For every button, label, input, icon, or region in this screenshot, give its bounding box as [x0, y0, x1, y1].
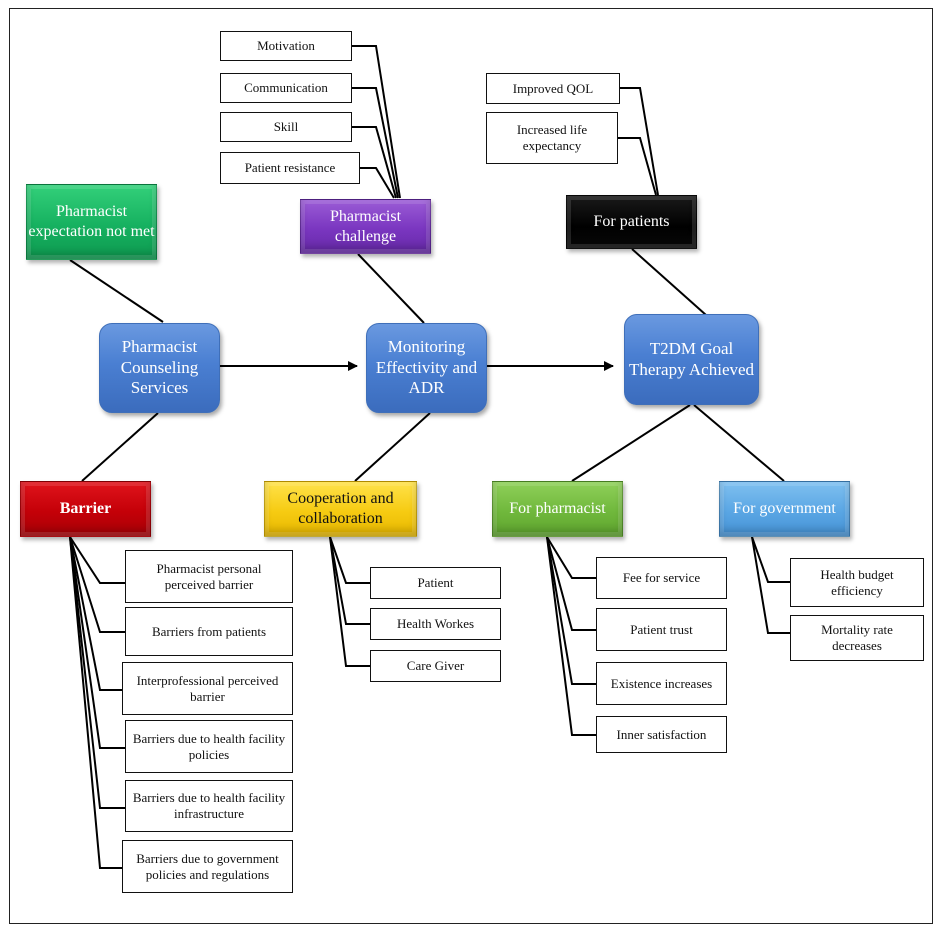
- link-coop-3: [329, 536, 370, 667]
- link-pharm-3: [546, 536, 596, 685]
- link-life-expectancy: [618, 137, 657, 196]
- link-barrier-6: [69, 536, 122, 869]
- government-benefit-item: Health budget efficiency: [790, 558, 924, 607]
- barrier-item: Barriers due to government policies and …: [122, 840, 293, 893]
- pharmacist-benefit-item: Inner satisfaction: [596, 716, 727, 753]
- category-barrier: Barrier: [20, 481, 151, 537]
- challenge-item: Patient resistance: [220, 152, 360, 184]
- link-motivation: [352, 45, 401, 199]
- link-barrier-5: [69, 536, 125, 809]
- category-for-government: For government: [719, 481, 850, 537]
- link-coop-2: [329, 536, 370, 625]
- cooperation-item: Patient: [370, 567, 501, 599]
- pharmacist-benefit-item: Existence increases: [596, 662, 727, 705]
- barrier-item: Barriers due to health facility infrastr…: [125, 780, 293, 832]
- link-for-patients: [631, 248, 707, 316]
- challenge-item: Motivation: [220, 31, 352, 61]
- hub-counseling-services: Pharmacist Counseling Services: [99, 323, 220, 413]
- link-pharm-4: [546, 536, 596, 736]
- link-barrier: [81, 412, 159, 482]
- hub-goal-achieved: T2DM Goal Therapy Achieved: [624, 314, 759, 405]
- link-gov-1: [751, 536, 790, 583]
- barrier-item: Pharmacist personal perceived barrier: [125, 550, 293, 603]
- cooperation-item: Care Giver: [370, 650, 501, 682]
- pharmacist-benefit-item: Fee for service: [596, 557, 727, 599]
- link-challenge: [357, 253, 425, 324]
- patient-benefit-item: Increased life expectancy: [486, 112, 618, 164]
- cooperation-item: Health Workes: [370, 608, 501, 640]
- barrier-item: Barriers from patients: [125, 607, 293, 656]
- link-for-pharmacist: [571, 404, 691, 482]
- government-benefit-item: Mortality rate decreases: [790, 615, 924, 661]
- link-communication: [352, 87, 399, 199]
- patient-benefit-item: Improved QOL: [486, 73, 620, 104]
- link-gov-2: [751, 536, 790, 634]
- link-expectation: [69, 259, 164, 323]
- link-coop-1: [329, 536, 370, 584]
- link-pharm-2: [546, 536, 596, 631]
- barrier-item: Interprofessional perceived barrier: [122, 662, 293, 715]
- category-expectation-not-met: Pharmacist expectation not met: [26, 184, 157, 260]
- link-skill: [352, 126, 397, 199]
- link-pharm-1: [546, 536, 596, 579]
- link-barrier-2: [69, 536, 125, 633]
- pharmacist-benefit-item: Patient trust: [596, 608, 727, 651]
- link-patient-resistance: [360, 167, 395, 199]
- challenge-item: Communication: [220, 73, 352, 103]
- link-barrier-4: [69, 536, 125, 749]
- category-cooperation: Cooperation and collaboration: [264, 481, 417, 537]
- challenge-item: Skill: [220, 112, 352, 142]
- hub-monitoring: Monitoring Effectivity and ADR: [366, 323, 487, 413]
- link-barrier-1: [69, 536, 125, 584]
- link-improved-qol: [620, 87, 659, 196]
- link-barrier-3: [69, 536, 122, 691]
- category-for-patients: For patients: [566, 195, 697, 249]
- category-pharmacist-challenge: Pharmacist challenge: [300, 199, 431, 254]
- category-for-pharmacist: For pharmacist: [492, 481, 623, 537]
- barrier-item: Barriers due to health facility policies: [125, 720, 293, 773]
- link-for-government: [693, 404, 785, 482]
- link-cooperation: [354, 412, 431, 482]
- diagram-frame: [9, 8, 933, 924]
